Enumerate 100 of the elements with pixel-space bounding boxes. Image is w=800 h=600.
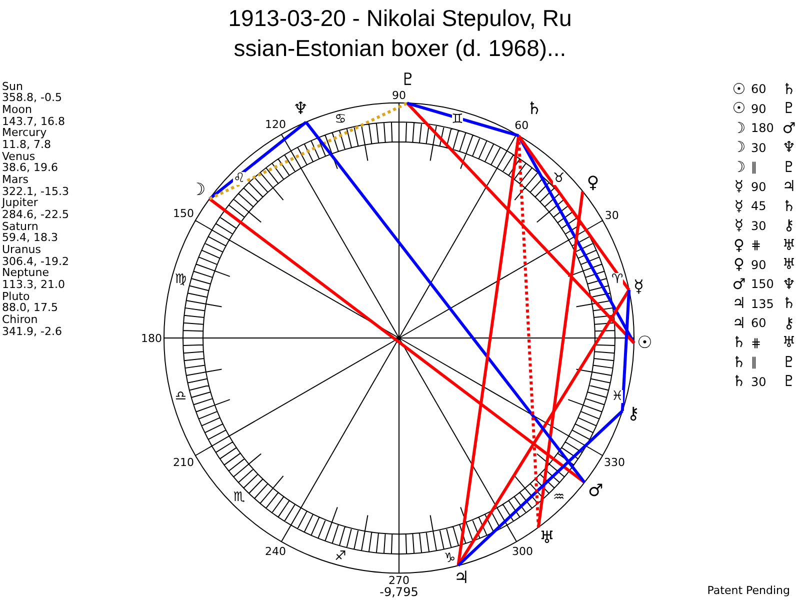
body-name: Moon xyxy=(2,104,32,115)
planet-symbol: ♄ xyxy=(782,198,796,214)
aspect-line xyxy=(517,134,630,291)
aspect-type: 90 xyxy=(751,180,766,193)
aspect-line xyxy=(304,121,586,484)
planet-symbol: ♃ xyxy=(782,179,796,194)
zodiac-sign: ♑ xyxy=(444,552,456,565)
planet-symbol: ☉ xyxy=(732,82,746,96)
coordinates-text: 284.6, -22.5 xyxy=(2,208,69,220)
zodiac-sign: ♍ xyxy=(174,273,187,286)
planet-symbol: ♄ xyxy=(732,374,746,390)
planet-symbol: ♀ xyxy=(734,257,744,272)
aspect-line xyxy=(517,136,540,528)
planet-symbol: ☽ xyxy=(732,160,746,175)
zodiac-sign: ♋ xyxy=(334,113,346,126)
planet-symbol: ♀ xyxy=(734,238,744,253)
planet-symbol: ♅ xyxy=(782,257,796,272)
planet-symbol: ♂ xyxy=(732,276,746,292)
aspect-type: ⋕ xyxy=(751,239,762,252)
zodiac-sign: ♌ xyxy=(233,172,246,185)
aspect-type: 180 xyxy=(751,122,774,134)
aspect-type: 30 xyxy=(751,220,766,232)
zodiac-sign: ♉ xyxy=(552,172,565,185)
planet-symbol: ☉ xyxy=(637,334,652,352)
planet-symbol: ♅ xyxy=(782,238,796,253)
planet-symbol: ☽ xyxy=(732,140,746,156)
degree-label: 330 xyxy=(604,456,625,468)
planet-symbol: ☿ xyxy=(633,279,644,296)
aspect-type: ∥ xyxy=(751,356,757,368)
aspect-line xyxy=(457,410,624,566)
body-name: Mercury xyxy=(2,127,47,138)
planet-symbol: ☿ xyxy=(734,198,744,214)
aspect-line xyxy=(208,102,408,200)
coordinates-text: 59.4, 18.3 xyxy=(2,232,58,244)
planet-symbol: ♄ xyxy=(732,354,746,370)
aspect-line xyxy=(620,290,631,412)
planet-symbol: ♃ xyxy=(454,570,470,587)
coordinates-text: 341.9, -2.6 xyxy=(2,326,62,337)
degree-label: 210 xyxy=(172,456,194,468)
aspect-line xyxy=(208,121,307,200)
aspect-type: 60 xyxy=(751,317,766,330)
coordinates-text: 113.3, 21.0 xyxy=(2,278,65,290)
aspect-type: 150 xyxy=(751,278,774,290)
planet-symbol: ⚷ xyxy=(784,316,794,331)
aspect-type: 60 xyxy=(751,83,766,95)
coordinates-text: 11.8, 7.8 xyxy=(2,138,51,150)
aspect-type: 90 xyxy=(751,102,766,115)
planet-symbol: ♄ xyxy=(782,82,796,96)
body-name: Sun xyxy=(2,80,23,92)
aspect-type: 90 xyxy=(751,258,766,271)
aspect-line xyxy=(536,191,584,528)
planet-symbol: ♆ xyxy=(782,276,796,292)
body-name: Saturn xyxy=(2,220,38,232)
planet-symbol: ⚷ xyxy=(784,218,794,234)
planet-symbol: ♃ xyxy=(732,296,746,312)
planet-symbol: ♅ xyxy=(539,530,555,548)
aspect-type: ∥ xyxy=(751,161,757,174)
aspect-type: 135 xyxy=(751,298,774,310)
zodiac-sign: ♏ xyxy=(233,491,246,504)
coordinates-text: 143.7, 16.8 xyxy=(2,116,65,126)
degree-label: 300 xyxy=(512,546,533,558)
body-name: Jupiter xyxy=(2,197,38,208)
planet-symbol: ♀ xyxy=(586,174,600,192)
degree-label: 90 xyxy=(392,90,406,101)
planet-symbol: ♂ xyxy=(782,120,796,136)
coordinates-text: 38.6, 19.6 xyxy=(2,162,58,174)
planet-symbol: ☿ xyxy=(734,179,744,194)
degree-label: 270 xyxy=(388,575,410,586)
planet-symbol: ♄ xyxy=(526,100,542,118)
body-name: Mars xyxy=(2,174,28,185)
planet-symbol: ♇ xyxy=(782,354,796,370)
planet-symbol: ♅ xyxy=(782,335,796,350)
planet-symbol: ♇ xyxy=(782,160,796,175)
coordinates-text: 322.1, -15.3 xyxy=(2,186,69,197)
aspect-line xyxy=(406,102,636,344)
zodiac-sign: ♈ xyxy=(611,273,624,286)
planet-symbol: ☽ xyxy=(190,182,206,199)
degree-label: 120 xyxy=(264,118,286,130)
chart-title: 1913-03-20 - Nikolai Stepulov, Ru ssian-Estonian boxer (d. 1968)... xyxy=(227,4,573,63)
zodiac-sign: ♐ xyxy=(334,550,346,563)
aspect-type: 30 xyxy=(751,376,766,388)
planet-symbol: ♆ xyxy=(292,100,308,118)
zodiac-sign: ♓ xyxy=(611,390,624,403)
planet-symbol: ☿ xyxy=(734,218,744,234)
coordinates-text: 358.8, -0.5 xyxy=(2,92,62,104)
planet-symbol: ☽ xyxy=(732,120,746,136)
planet-symbol: ☉ xyxy=(732,101,746,116)
degree-label: 60 xyxy=(514,120,529,132)
degree-label: 240 xyxy=(264,546,286,558)
degree-label: 150 xyxy=(172,208,194,220)
planet-symbol: ♄ xyxy=(732,335,746,350)
planet-symbol: ♆ xyxy=(782,140,796,156)
body-name: Chiron xyxy=(2,314,38,325)
planet-symbol: ♂ xyxy=(588,482,604,500)
planet-symbol: ♇ xyxy=(782,374,796,390)
degree-label: 180 xyxy=(141,332,162,344)
aspect-line xyxy=(406,102,520,138)
footer-note: Patent Pending xyxy=(707,585,790,596)
aspect-type: 30 xyxy=(751,142,766,154)
coordinates-text: 88.0, 17.5 xyxy=(2,302,58,314)
